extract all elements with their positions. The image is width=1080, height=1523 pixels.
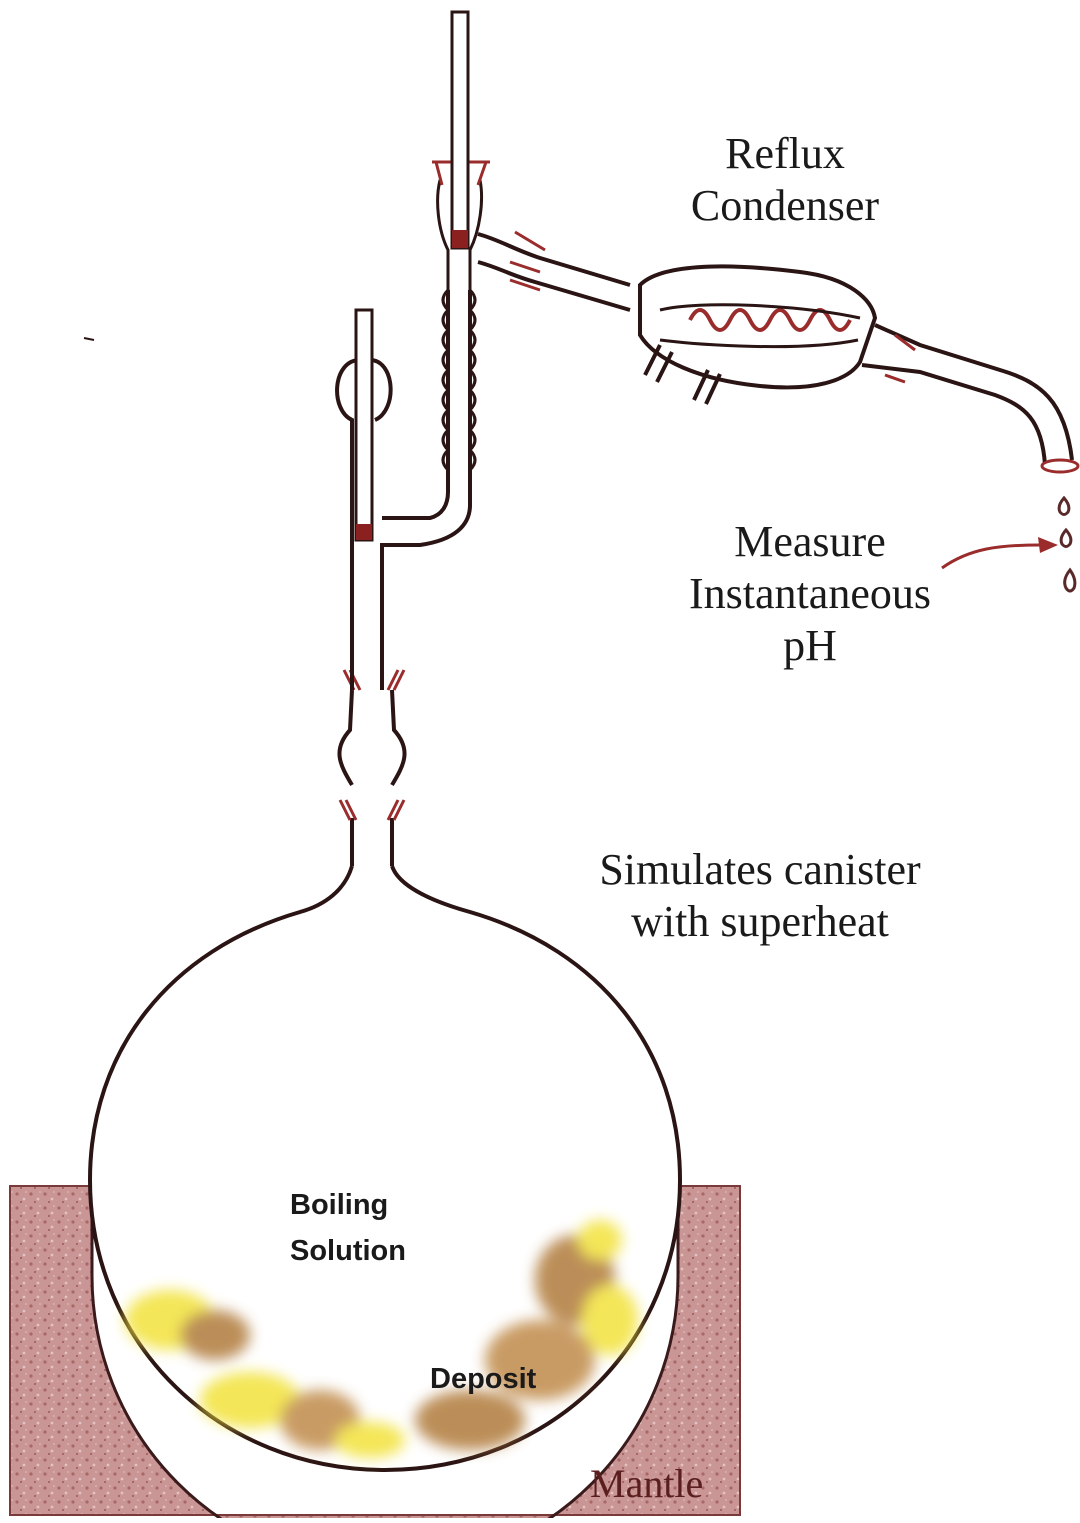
label-line: pH [610, 620, 1010, 672]
outlet-mouth [1042, 460, 1078, 472]
label-line: Instantaneous [610, 568, 1010, 620]
droplet-1 [1059, 498, 1069, 515]
label-line: Condenser [600, 180, 970, 232]
label-line: Simulates canister [520, 844, 1000, 896]
condenser-jacket [640, 266, 875, 387]
adapter-right-tube [382, 290, 470, 690]
reflux-condenser-label: Reflux Condenser [600, 128, 970, 232]
flask-body [90, 866, 680, 1470]
flask-neck-right [392, 690, 405, 866]
boiling-solution-label: Boiling Solution [290, 1182, 406, 1274]
neck-joint-lower [340, 800, 404, 820]
deposit-label: Deposit [430, 1356, 536, 1402]
label-line: Measure [610, 516, 1010, 568]
label-line: Solution [290, 1228, 406, 1274]
arrowhead-icon [1038, 537, 1058, 553]
mantle-label: Mantle [590, 1458, 703, 1510]
measure-ph-label: Measure Instantaneous pH [610, 516, 1010, 672]
droplet-2 [1061, 530, 1071, 547]
condenser-outlet-tube [862, 325, 1072, 465]
condenser-inlet-arm [478, 234, 630, 310]
label-line: Reflux [600, 128, 970, 180]
thermometer-lower [356, 310, 372, 540]
label-line: with superheat [520, 896, 1000, 948]
adapter-side-arm [382, 290, 448, 518]
droplet-3 [1065, 570, 1075, 591]
stray-mark [84, 338, 94, 340]
flask-neck-left [339, 690, 352, 866]
thermometer-upper [452, 12, 468, 248]
label-line: Boiling [290, 1182, 406, 1228]
simulates-label: Simulates canister with superheat [520, 844, 1000, 948]
